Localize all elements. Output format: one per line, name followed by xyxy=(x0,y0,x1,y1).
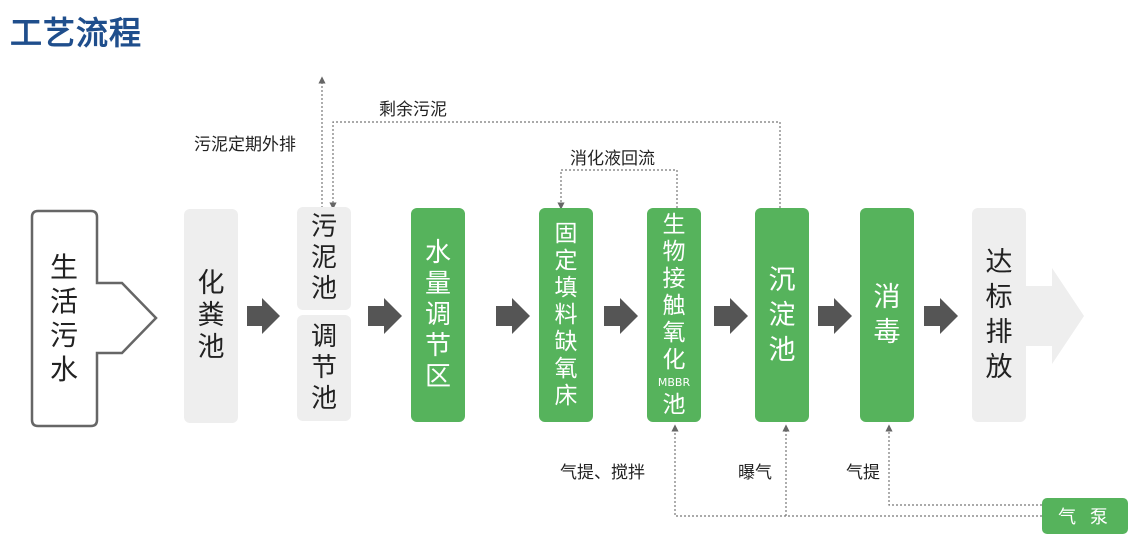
domestic-sewage-text: 生活污水 xyxy=(50,251,78,387)
node-char: 放 xyxy=(985,352,1013,383)
node-sludge-tank: 污泥池 xyxy=(297,207,351,310)
node-char: 化 xyxy=(197,268,225,299)
node-char: 填 xyxy=(554,274,578,301)
node-discharge: 达标排放 xyxy=(972,208,1026,422)
node-char: 水 xyxy=(424,237,451,268)
node-char: 沉 xyxy=(768,264,796,296)
node-char: 标 xyxy=(985,282,1013,313)
node-char: 池 xyxy=(662,391,686,418)
flow-arrow-5 xyxy=(714,298,748,334)
node-char: 床 xyxy=(554,382,578,409)
node-contact-oxidation-tank: 生物接触氧化 MBBR 池 xyxy=(647,208,701,422)
air-line-main xyxy=(671,424,1042,517)
node-anoxic-bed: 固定填料缺氧床 xyxy=(539,208,593,422)
discharge-arrow-shape xyxy=(1026,268,1084,364)
node-char: 泥 xyxy=(310,243,337,273)
flow-arrow-2 xyxy=(368,298,402,334)
node-char: 节 xyxy=(424,330,451,361)
node-char: 缺 xyxy=(554,328,578,355)
anoxic-bed-text: 固定填料缺氧床 xyxy=(555,221,578,410)
node-char: 水 xyxy=(49,353,78,386)
air-pump: 气 泵 xyxy=(1042,498,1128,534)
node-char: 氧 xyxy=(554,355,578,382)
node-char: 污 xyxy=(310,212,337,242)
excess-sludge-line xyxy=(329,121,781,210)
label-nitrified-return: 消化液回流 xyxy=(570,149,655,169)
label-airlift-stir: 气提、搅拌 xyxy=(560,463,645,483)
flow-arrow-1 xyxy=(247,298,280,334)
node-char: 固 xyxy=(554,220,578,247)
node-char: 定 xyxy=(554,247,578,274)
sludge-tank-text: 污泥池 xyxy=(311,212,337,305)
node-regulating-tank: 调节池 xyxy=(297,315,351,421)
flow-arrow-6 xyxy=(818,298,852,334)
node-char: 达 xyxy=(985,247,1013,278)
node-equalization-zone: 水量调节区 xyxy=(411,208,465,422)
nitrified-return-line xyxy=(557,169,678,210)
sedimentation-tank-text: 沉淀池 xyxy=(769,263,796,368)
node-char: 节 xyxy=(310,352,337,383)
node-char: 淀 xyxy=(768,299,796,331)
node-char: 毒 xyxy=(873,317,901,348)
node-char: 排 xyxy=(985,317,1013,348)
regulating-tank-text: 调节池 xyxy=(311,322,337,415)
air-line-disinfection xyxy=(885,424,1042,506)
label-aeration: 曝气 xyxy=(738,463,772,483)
label-airlift: 气提 xyxy=(846,463,880,483)
node-disinfection: 消毒 xyxy=(860,208,914,422)
node-char: 触 xyxy=(662,292,686,319)
node-char: 粪 xyxy=(197,300,225,331)
flow-arrow-4 xyxy=(604,298,638,334)
source-arrow-shape xyxy=(30,209,158,428)
node-septic-tank: 化粪池 xyxy=(184,209,238,423)
node-char: 物 xyxy=(662,238,686,265)
septic-tank-text: 化粪池 xyxy=(198,268,225,364)
contact-oxidation-text: 生物接触氧化 xyxy=(663,212,686,374)
node-char: 活 xyxy=(49,285,78,318)
node-char: 调 xyxy=(310,321,337,352)
node-char: 池 xyxy=(310,274,337,304)
contact-oxidation-tank-text: 池 xyxy=(663,392,686,419)
mbbr-tag: MBBR xyxy=(657,375,691,389)
label-sludge-discharge: 污泥定期外排 xyxy=(194,135,296,155)
label-excess-sludge: 剩余污泥 xyxy=(379,100,447,120)
flow-arrow-7 xyxy=(924,298,958,334)
node-char: 生 xyxy=(662,211,686,238)
node-domestic-sewage: 生活污水 xyxy=(32,214,96,424)
node-char: 氧 xyxy=(662,319,686,346)
node-char: 池 xyxy=(768,334,796,366)
node-char: 调 xyxy=(424,299,451,330)
node-sedimentation-tank: 沉淀池 xyxy=(755,208,809,422)
node-char: 料 xyxy=(554,301,578,328)
node-char: 池 xyxy=(310,383,337,414)
node-char: 污 xyxy=(49,319,78,352)
disinfection-text: 消毒 xyxy=(874,280,901,350)
node-char: 接 xyxy=(662,265,686,292)
node-char: 消 xyxy=(873,282,901,313)
page-title: 工艺流程 xyxy=(10,14,143,52)
equalization-zone-text: 水量调节区 xyxy=(425,238,451,393)
node-char: 池 xyxy=(197,332,225,363)
node-char: 区 xyxy=(424,361,451,392)
node-char: 化 xyxy=(662,346,686,373)
flow-arrow-3 xyxy=(496,298,530,334)
node-char: 量 xyxy=(424,268,451,299)
node-char: 生 xyxy=(49,251,78,284)
discharge-text: 达标排放 xyxy=(986,245,1013,385)
